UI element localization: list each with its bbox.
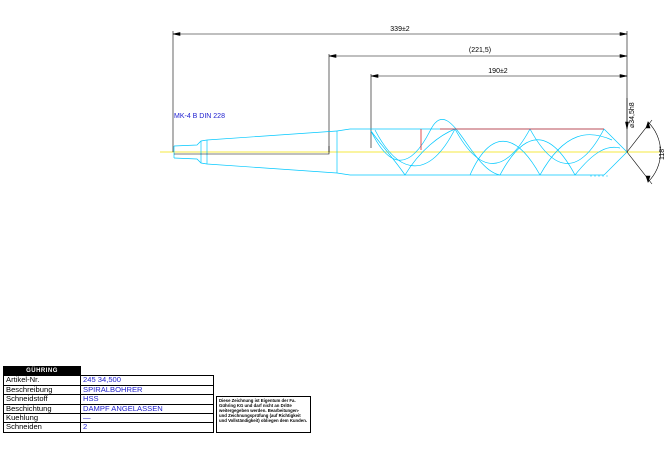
row-value: DAMPF ANGELASSEN [80,403,214,415]
dimension-point-angle [626,119,661,185]
drill-shank [173,130,338,174]
dimension-total-length [172,31,628,152]
table-row: Schneidstoff HSS [3,394,214,405]
dimension-flute-length-text: 190±2 [488,68,508,75]
tang [174,146,330,155]
title-block-table: GÜHRING Artikel-Nr. 245 34,500 Beschreib… [3,365,214,433]
dimension-point-angle-text: 118° [658,146,666,160]
taper-callout: MK-4 B DIN 228 [174,113,225,120]
row-value: — [80,413,214,424]
drill-body [336,119,628,176]
row-value: 245 34,500 [80,375,214,386]
ownership-note: Diese Zeichnung ist Eigentum der Fa. Güh… [216,396,311,433]
dimension-diameter-text: ⌀34,5h8 [629,102,636,128]
table-row: Artikel-Nr. 245 34,500 [3,375,214,386]
dimension-flute-length [370,74,628,148]
dimension-flute-section [328,54,628,152]
row-value: 2 [80,422,214,433]
table-row: Beschichtung DAMPF ANGELASSEN [3,403,214,415]
table-row: Schneiden 2 [3,422,214,433]
dimension-total-length-text: 339±2 [390,26,410,33]
row-label: Schneiden [3,422,81,433]
row-value: HSS [80,394,214,405]
dimension-diameter [625,98,629,130]
row-label: Schneidstoff [3,394,81,405]
cutting-edge-marks [420,128,604,150]
row-value: SPIRALBOHRER [80,384,214,396]
title-block: GÜHRING Artikel-Nr. 245 34,500 Beschreib… [3,365,311,433]
row-label: Artikel-Nr. [3,375,81,386]
dimension-flute-section-text: (221,5) [469,47,491,54]
